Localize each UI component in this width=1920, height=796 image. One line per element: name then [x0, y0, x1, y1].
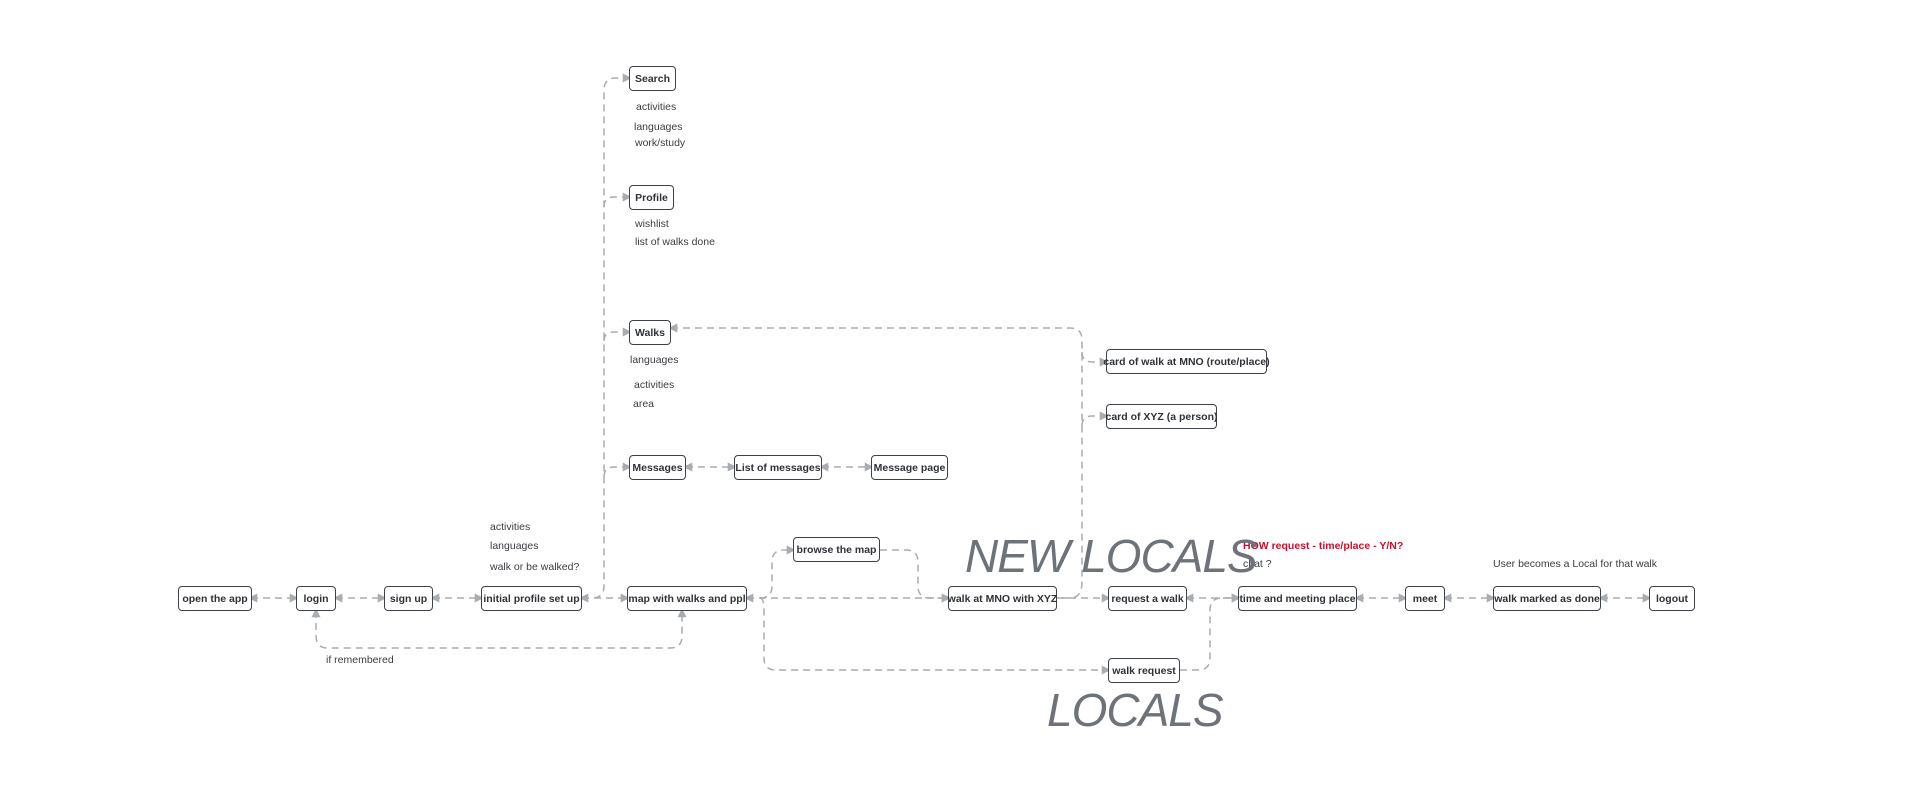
time-and-meeting-place-node[interactable]: time and meeting place — [1238, 586, 1357, 611]
search-node[interactable]: Search — [629, 66, 676, 91]
local-note-label: User becomes a Local for that walk — [1493, 558, 1657, 570]
walks-node[interactable]: Walks — [629, 320, 671, 345]
setup-activities-label: activities — [490, 521, 531, 533]
card-of-walk-node[interactable]: card of walk at MNO (route/place) — [1103, 349, 1270, 374]
browse-the-map-node[interactable]: browse the map — [793, 537, 880, 562]
meet-node[interactable]: meet — [1405, 586, 1445, 611]
list-of-messages-node[interactable]: List of messages — [734, 455, 822, 480]
logout-node[interactable]: logout — [1649, 586, 1695, 611]
map-with-walks-and-ppl-node[interactable]: map with walks and ppl — [627, 586, 747, 611]
edge-map-browse — [759, 545, 796, 599]
how-request-note: HOW request - time/place - Y/N? — [1243, 540, 1404, 552]
edge-walkrequest-time — [1180, 593, 1241, 671]
edge-remembered — [311, 608, 687, 649]
edge-walks-cards — [668, 323, 1083, 599]
walk-marked-as-done-node[interactable]: walk marked as done — [1493, 586, 1601, 611]
edge-to-card-xyz — [1081, 411, 1109, 427]
profile-node[interactable]: Profile — [629, 185, 674, 210]
walks-languages-label: languages — [630, 354, 679, 366]
request-a-walk-node[interactable]: request a walk — [1108, 586, 1187, 611]
setup-languages-label: languages — [490, 540, 539, 552]
profile-wishlist-label: wishlist — [635, 218, 669, 230]
walks-activities-label: activities — [634, 379, 675, 391]
edge-trunk-walks — [603, 327, 632, 342]
search-activities-label: activities — [636, 101, 677, 113]
edge-setup-to-menu — [582, 73, 632, 599]
edge-trunk-profile — [603, 192, 632, 208]
login-node[interactable]: login — [296, 586, 336, 611]
walk-at-mno-with-xyz-node[interactable]: walk at MNO with XYZ — [948, 586, 1057, 611]
setup-walk-label: walk or be walked? — [490, 561, 580, 573]
chat-label: chat ? — [1243, 558, 1272, 570]
search-work-label: work/study — [635, 137, 686, 149]
edge-browse-walk — [880, 549, 951, 603]
initial-profile-set-up-node[interactable]: initial profile set up — [481, 586, 582, 611]
open-the-app-node[interactable]: open the app — [178, 586, 252, 611]
message-page-node[interactable]: Message page — [871, 455, 948, 480]
edge-map-walkrequest — [759, 597, 1111, 675]
profile-walks-done-label: list of walks done — [635, 236, 715, 248]
edge-trunk-messages — [603, 462, 632, 478]
sign-up-node[interactable]: sign up — [384, 586, 433, 611]
card-of-xyz-node[interactable]: card of XYZ (a person) — [1105, 404, 1218, 429]
messages-node[interactable]: Messages — [629, 455, 686, 480]
new-locals-heading: NEW LOCALS — [965, 530, 1258, 582]
edge-to-card-walk — [1081, 351, 1109, 367]
if-remembered-label: if remembered — [326, 654, 394, 666]
walk-request-node[interactable]: walk request — [1108, 658, 1180, 683]
search-languages-label: languages — [634, 121, 683, 133]
walks-area-label: area — [633, 398, 655, 410]
locals-heading: LOCALS — [1047, 684, 1224, 736]
